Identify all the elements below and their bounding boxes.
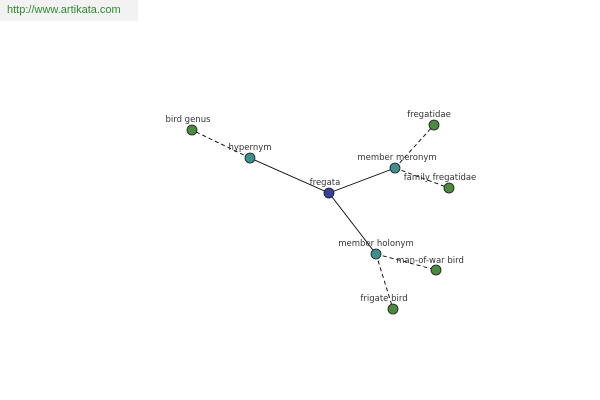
node-family-fregatidae[interactable] bbox=[443, 182, 455, 194]
node-bird-genus[interactable] bbox=[186, 124, 198, 136]
node-label-bird-genus: bird genus bbox=[165, 115, 211, 125]
edge-member-meronym-to-family-fregatidae bbox=[394, 167, 450, 189]
edge-hypernym-to-bird-genus bbox=[191, 129, 251, 159]
node-man-of-war-bird[interactable] bbox=[430, 264, 442, 276]
node-member-meronym[interactable] bbox=[389, 162, 401, 174]
node-fregatidae[interactable] bbox=[428, 119, 440, 131]
edges-layer bbox=[191, 124, 450, 310]
edge-fregata-to-member-holonym bbox=[328, 192, 377, 255]
node-label-fregatidae: fregatidae bbox=[407, 110, 451, 120]
node-label-member-meronym: member meronym bbox=[357, 153, 436, 163]
labels-layer: fregata hypernym member meronym member holo… bbox=[165, 110, 476, 304]
edge-fregata-to-member-meronym bbox=[328, 167, 396, 194]
node-hypernym[interactable] bbox=[244, 152, 256, 164]
node-member-holonym[interactable] bbox=[370, 248, 382, 260]
node-label-man-of-war-bird: man-of-war bird bbox=[396, 256, 464, 266]
edge-member-holonym-to-frigate-bird bbox=[375, 253, 394, 310]
node-label-frigate-bird: frigate bird bbox=[360, 294, 407, 304]
node-label-family-fregatidae: family fregatidae bbox=[404, 173, 477, 183]
node-frigate-bird[interactable] bbox=[387, 303, 399, 315]
edge-fregata-to-hypernym bbox=[249, 157, 330, 194]
source-url-banner[interactable]: http://www.artikata.com bbox=[0, 0, 138, 21]
edge-member-meronym-to-fregatidae bbox=[394, 124, 435, 169]
edge-member-holonym-to-man-of-war-bird bbox=[375, 253, 437, 271]
node-label-fregata: fregata bbox=[310, 178, 341, 188]
nodes-layer bbox=[186, 119, 455, 315]
node-fregata[interactable] bbox=[323, 187, 335, 199]
node-label-hypernym: hypernym bbox=[228, 143, 271, 153]
node-label-member-holonym: member holonym bbox=[338, 239, 413, 249]
